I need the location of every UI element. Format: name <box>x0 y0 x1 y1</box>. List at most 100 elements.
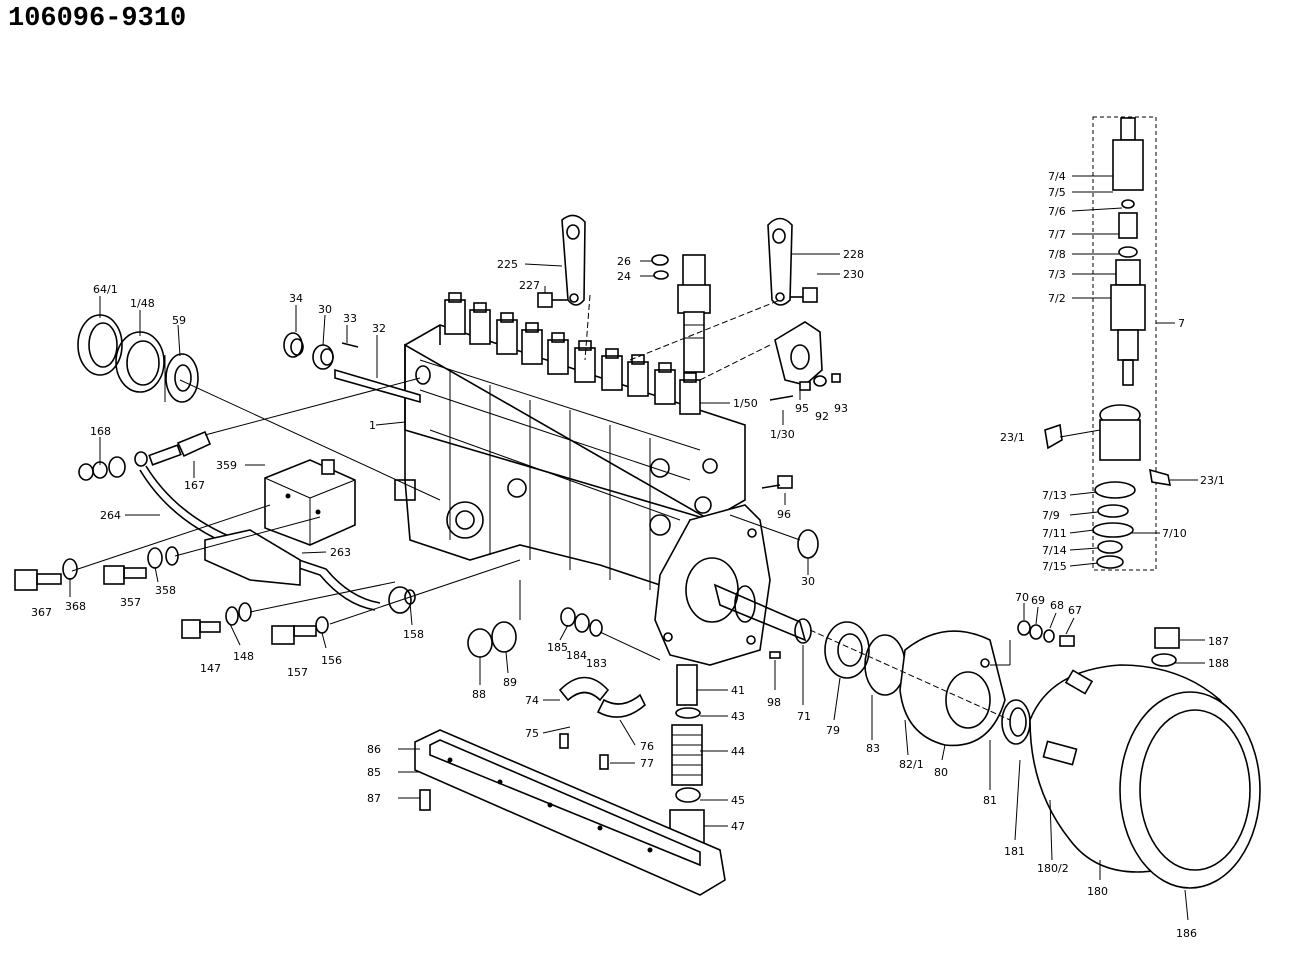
callout-77: 77 <box>640 757 654 770</box>
callout-1-48: 1/48 <box>130 297 155 310</box>
callout-86: 86 <box>367 743 381 756</box>
bearing-cover-80 <box>899 630 1006 747</box>
pump-housing <box>394 292 771 666</box>
callout-96: 96 <box>777 508 791 521</box>
callout-7-15: 7/15 <box>1042 560 1067 573</box>
callout-93: 93 <box>834 402 848 415</box>
bearing-59 <box>164 353 199 403</box>
tappet-stack <box>669 664 705 853</box>
oring-83 <box>864 634 906 696</box>
callout-69: 69 <box>1031 594 1045 607</box>
callout-79: 79 <box>826 724 840 737</box>
key-98 <box>769 651 781 659</box>
bolt-93 <box>831 373 841 383</box>
bolt-230 <box>790 287 818 303</box>
callout-81: 81 <box>983 794 997 807</box>
callout-359: 359 <box>216 459 237 472</box>
callout-68: 68 <box>1050 599 1064 612</box>
callout-71: 71 <box>797 710 811 723</box>
washer-358 <box>147 546 179 569</box>
callout-358: 358 <box>155 584 176 597</box>
governor-housing-180 <box>1029 627 1261 889</box>
callout-156: 156 <box>321 654 342 667</box>
callout-75: 75 <box>525 727 539 740</box>
callout-98: 98 <box>767 696 781 709</box>
callout-45: 45 <box>731 794 745 807</box>
bearing-half-74 <box>558 676 610 702</box>
oil-seal-81 <box>1001 699 1031 745</box>
callout-44: 44 <box>731 745 745 758</box>
callout-59: 59 <box>172 314 186 327</box>
drawing-number: 106096-9310 <box>8 4 187 34</box>
screw-87 <box>419 789 431 811</box>
plug-88 <box>467 628 493 658</box>
bearing-half-76 <box>596 693 646 718</box>
callout-74: 74 <box>525 694 539 707</box>
callout-367: 367 <box>31 606 52 619</box>
washer-368 <box>62 558 78 580</box>
callout-41: 41 <box>731 684 745 697</box>
screw-95 <box>799 381 811 391</box>
callout-148: 148 <box>233 650 254 663</box>
callout-185: 185 <box>547 641 568 654</box>
callout-225: 225 <box>497 258 518 271</box>
rack-32 <box>334 368 421 404</box>
callout-183: 183 <box>586 657 607 670</box>
callout-7-8: 7/8 <box>1048 248 1066 261</box>
callout-76: 76 <box>640 740 654 753</box>
callout-92: 92 <box>815 410 829 423</box>
callout-7-4: 7/4 <box>1048 170 1066 183</box>
washers-168 <box>78 451 148 481</box>
oring-89 <box>491 621 517 653</box>
callout-83: 83 <box>866 742 880 755</box>
bolt-227 <box>537 292 568 308</box>
callout-70: 70 <box>1015 591 1029 604</box>
callout-34: 34 <box>289 292 303 305</box>
parts-183-185 <box>560 607 603 637</box>
bolt-157 <box>271 625 317 645</box>
callout-186: 186 <box>1176 927 1197 940</box>
callout-32: 32 <box>372 322 386 335</box>
callout-80: 80 <box>934 766 948 779</box>
callout-87: 87 <box>367 792 381 805</box>
callout-368: 368 <box>65 600 86 613</box>
plug-34 <box>283 332 304 358</box>
callout-1-50: 1/50 <box>733 397 758 410</box>
bracket-225 <box>561 214 586 306</box>
callout-1: 1 <box>369 419 376 432</box>
callout-188: 188 <box>1208 657 1229 670</box>
callout-89: 89 <box>503 676 517 689</box>
callout-labels: 64/1 1/48 59 34 30 33 32 225 227 26 24 2… <box>31 170 1229 940</box>
callout-23-1-left: 23/1 <box>1000 431 1025 444</box>
clip-30 <box>797 529 819 559</box>
plate-1-50 <box>774 321 823 386</box>
callout-30a: 30 <box>318 303 332 316</box>
callout-85: 85 <box>367 766 381 779</box>
callout-7-14: 7/14 <box>1042 544 1067 557</box>
callout-7-11: 7/11 <box>1042 527 1067 540</box>
callout-158: 158 <box>403 628 424 641</box>
callout-263: 263 <box>330 546 351 559</box>
callout-167: 167 <box>184 479 205 492</box>
callout-43: 43 <box>731 710 745 723</box>
callout-227: 227 <box>519 279 540 292</box>
callout-1-30: 1/30 <box>770 428 795 441</box>
callout-7-13: 7/13 <box>1042 489 1067 502</box>
washer-24 <box>653 270 669 280</box>
callout-7: 7 <box>1178 317 1185 330</box>
bolt-147 <box>181 619 221 639</box>
screw-96 <box>761 475 793 489</box>
block-359 <box>264 459 356 546</box>
fitting-167 <box>148 430 212 466</box>
bolt-367 <box>14 569 62 591</box>
bolt-357 <box>103 565 147 585</box>
callout-7-2: 7/2 <box>1048 292 1066 305</box>
callout-168: 168 <box>90 425 111 438</box>
callout-180: 180 <box>1087 885 1108 898</box>
callout-24: 24 <box>617 270 631 283</box>
nut-92 <box>813 375 827 387</box>
plunger-assembly-7 <box>1092 116 1157 571</box>
leader-lines <box>69 175 1205 921</box>
callout-184: 184 <box>566 649 587 662</box>
